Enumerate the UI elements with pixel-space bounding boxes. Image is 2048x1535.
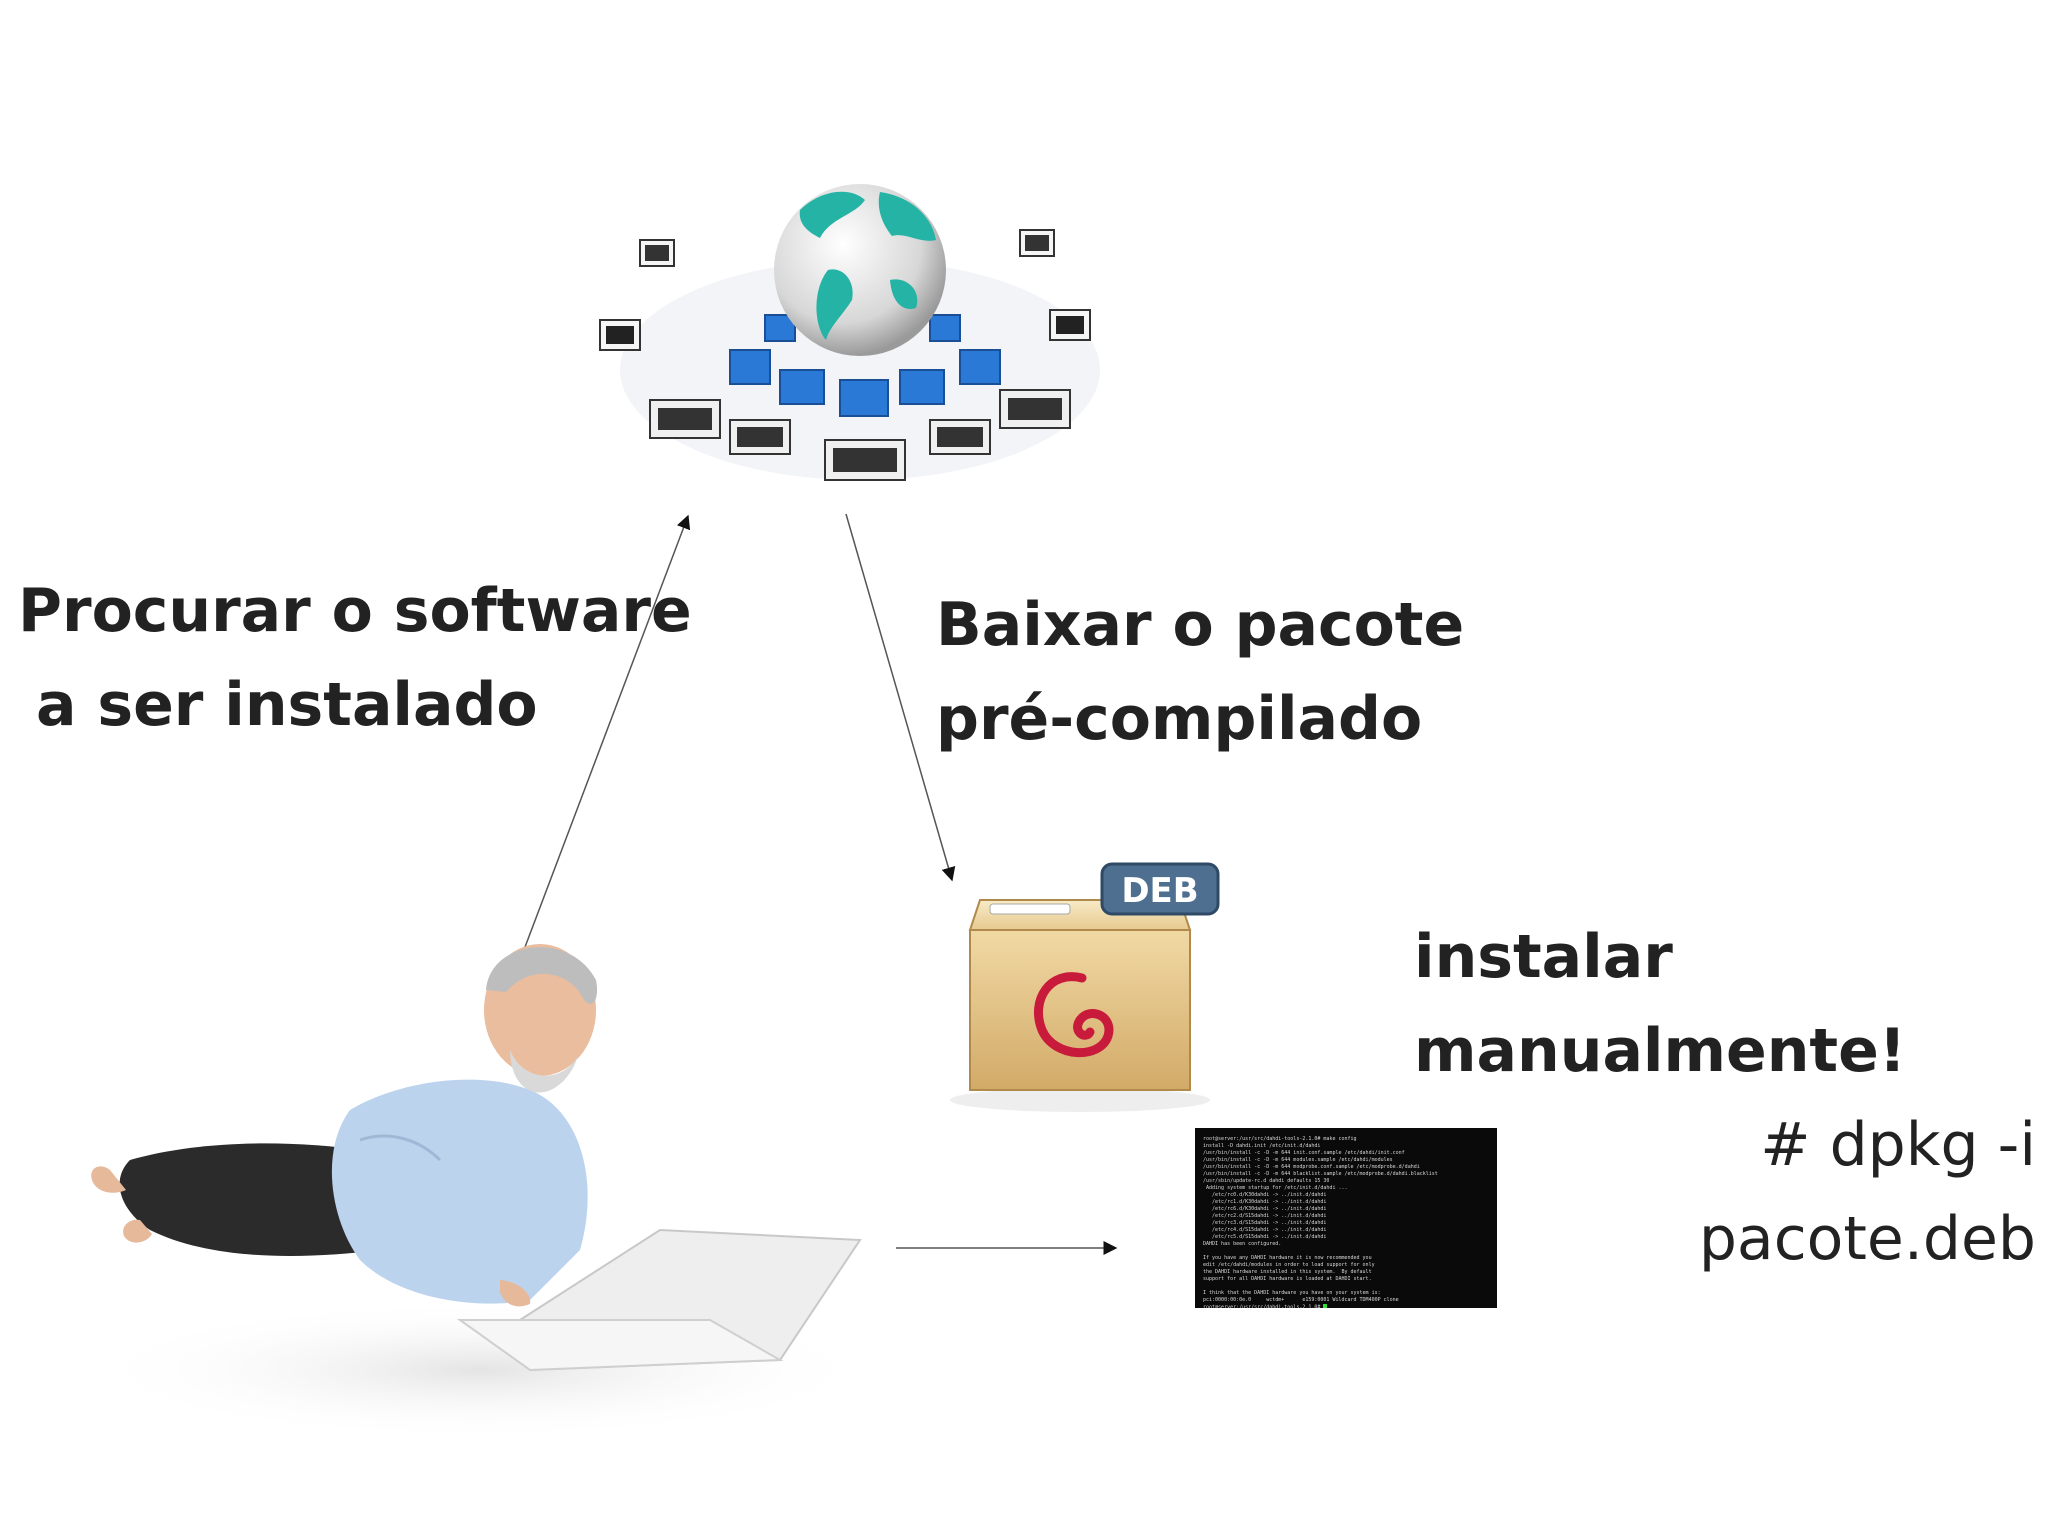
terminal-line: I think that the DAHDI hardware you have… — [1203, 1290, 1381, 1296]
terminal-line: /etc/rc4.d/S15dahdi -> ../init.d/dahdi — [1203, 1227, 1327, 1233]
terminal-line: /etc/rc5.d/S15dahdi -> ../init.d/dahdi — [1203, 1234, 1327, 1240]
search-label-line-2: a ser instalado — [36, 670, 538, 740]
terminal-line: Adding system startup for /etc/init.d/da… — [1203, 1185, 1348, 1191]
command-line-2: pacote.deb — [1698, 1204, 2036, 1274]
laptop-icons — [599, 229, 1091, 481]
search-software-label: Procurar o software a ser instalado — [18, 564, 692, 752]
terminal-line: pci:0000:00:0e.0 wctdm+ e159:0001 Wildca… — [1203, 1297, 1399, 1303]
download-label-line-2: pré-compilado — [936, 684, 1423, 754]
terminal-line — [1203, 1248, 1489, 1255]
install-manually-label: instalar manualmente! — [1414, 910, 1906, 1098]
terminal-line: the DAHDI hardware installed in this sys… — [1203, 1269, 1372, 1275]
terminal-line — [1203, 1283, 1489, 1290]
globe-icon — [774, 184, 946, 356]
terminal-line: /etc/rc2.d/S15dahdi -> ../init.d/dahdi — [1203, 1213, 1327, 1219]
terminal-line: DAHDI has been configured. — [1203, 1241, 1282, 1247]
deb-package-icon: DEB — [950, 862, 1220, 1112]
terminal-line: edit /etc/dahdi/modules in order to load… — [1203, 1262, 1375, 1268]
terminal-line: support for all DAHDI hardware is loaded… — [1203, 1276, 1372, 1282]
terminal-cursor — [1323, 1304, 1328, 1308]
deb-badge: DEB — [1100, 862, 1220, 916]
network-globe-illustration — [599, 184, 1100, 481]
dpkg-command-label: # dpkg -i pacote.deb — [1699, 1098, 2036, 1286]
download-label-line-1: Baixar o pacote — [936, 590, 1465, 660]
terminal-line: If you have any DAHDI hardware it is now… — [1203, 1255, 1372, 1261]
laptop-icon — [456, 1228, 862, 1372]
man-with-laptop-illustration — [80, 944, 880, 1440]
terminal-line: /usr/sbin/update-rc.d dahdi defaults 15 … — [1203, 1178, 1330, 1184]
terminal-line: install -D dahdi.init /etc/init.d/dahdi — [1203, 1143, 1321, 1149]
terminal-screenshot: root@server:/usr/src/dahdi-tools-2.1.0# … — [1195, 1128, 1497, 1308]
terminal-line: /etc/rc6.d/K30dahdi -> ../init.d/dahdi — [1203, 1206, 1327, 1212]
terminal-line: root@server:/usr/src/dahdi-tools-2.1.0# … — [1203, 1136, 1357, 1142]
deb-badge-text: DEB — [1121, 871, 1198, 911]
search-label-line-1: Procurar o software — [18, 576, 692, 646]
install-label-line-1: instalar — [1414, 922, 1673, 992]
terminal-line: /usr/bin/install -c -D -m 644 init.conf.… — [1203, 1150, 1405, 1156]
command-line-1: # dpkg -i — [1760, 1110, 2036, 1180]
install-label-line-2: manualmente! — [1414, 1016, 1907, 1086]
terminal-line: /etc/rc3.d/S15dahdi -> ../init.d/dahdi — [1203, 1220, 1327, 1226]
terminal-line: /etc/rc1.d/K30dahdi -> ../init.d/dahdi — [1203, 1199, 1327, 1205]
terminal-line: root@server:/usr/src/dahdi-tools-2.1.0# — [1203, 1304, 1489, 1308]
terminal-line: /usr/bin/install -c -D -m 644 modprobe.c… — [1203, 1164, 1420, 1170]
terminal-line: /usr/bin/install -c -D -m 644 modules.sa… — [1203, 1157, 1393, 1163]
terminal-line: /usr/bin/install -c -D -m 644 blacklist.… — [1203, 1171, 1438, 1177]
download-package-label: Baixar o pacote pré-compilado — [936, 578, 1464, 766]
terminal-line: /etc/rc0.d/K30dahdi -> ../init.d/dahdi — [1203, 1192, 1327, 1198]
